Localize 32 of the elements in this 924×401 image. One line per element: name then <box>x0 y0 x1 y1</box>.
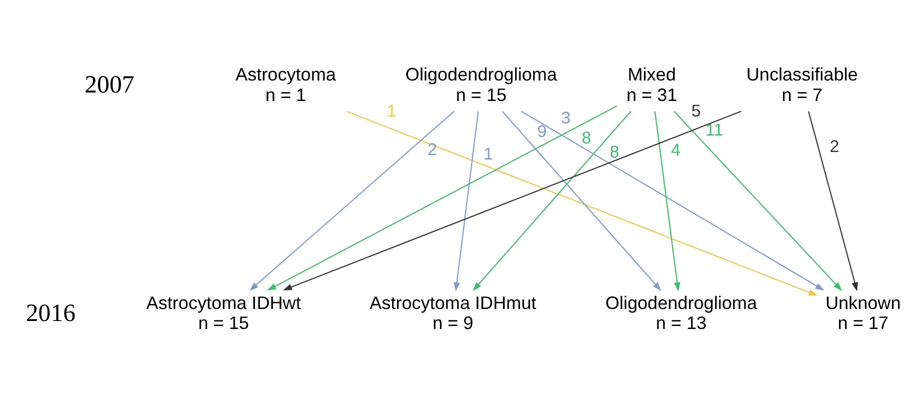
arrow <box>249 110 454 291</box>
node-text: Oligodendroglioma n = 15 <box>405 64 558 105</box>
edge-label: 1 <box>386 101 396 120</box>
node-text: Astrocytoma IDHwt n = 15 <box>146 292 301 334</box>
edge-label: 8 <box>582 128 592 148</box>
edge-label: 3 <box>561 108 570 128</box>
arrow <box>674 110 842 291</box>
arrow <box>282 110 742 290</box>
arrow <box>654 111 680 292</box>
label: 2016 <box>26 300 76 327</box>
arrow <box>521 110 824 291</box>
label: 2007 <box>84 72 134 99</box>
arrow <box>502 110 662 291</box>
edge-label: 2 <box>428 140 438 159</box>
node-text: Mixed n = 31 <box>626 64 678 105</box>
node-text: Unclassifiable n = 7 <box>746 64 858 105</box>
arrow <box>346 110 818 296</box>
edge-label: 4 <box>671 140 680 160</box>
node-text: Oligodendroglioma n = 13 <box>605 292 758 334</box>
edge-label: 9 <box>537 122 547 141</box>
edge-label: 5 <box>691 101 701 120</box>
node-text: Unknown n = 17 <box>825 292 901 334</box>
edge-label: 2 <box>830 137 840 156</box>
arrow <box>808 111 858 292</box>
arrow <box>267 106 618 291</box>
arrow <box>472 110 632 291</box>
node-text: Astrocytoma IDHmut n = 9 <box>370 292 536 334</box>
arrow <box>454 111 479 292</box>
node-text: Astrocytoma n = 1 <box>236 64 336 105</box>
edge-label: 1 <box>484 144 494 164</box>
edge-label: 11 <box>706 120 724 140</box>
edge-label: 8 <box>610 142 620 162</box>
